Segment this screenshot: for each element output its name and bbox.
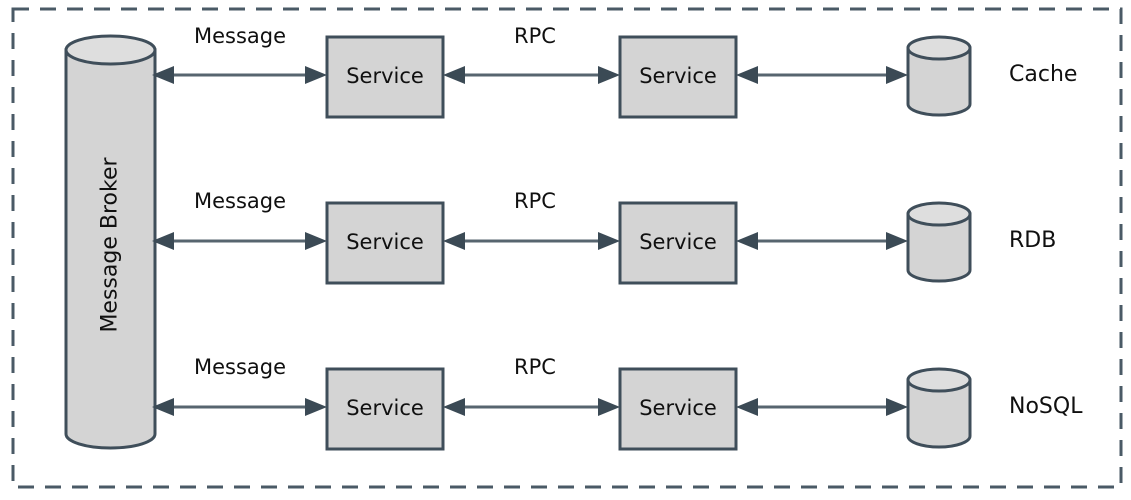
arrow-head-right: [305, 232, 327, 250]
service-label: Service: [639, 396, 717, 420]
store-node-rdb[interactable]: [906, 201, 972, 283]
service-box: [325, 367, 445, 451]
broker-cylinder-top: [64, 34, 157, 66]
edge-broker-to-service-a-1: Message: [152, 24, 327, 84]
edge-label-message: Message: [194, 24, 286, 48]
arrow-head-left: [736, 398, 758, 416]
service-b-node-1[interactable]: Service: [618, 35, 738, 119]
service-box: [325, 201, 445, 285]
edge-label-message: Message: [194, 355, 286, 379]
store-label-cache: Cache: [1009, 62, 1077, 87]
service-label: Service: [346, 396, 424, 420]
arrow-head-left: [736, 232, 758, 250]
service-label: Service: [639, 64, 717, 88]
arrow-head-right: [886, 232, 908, 250]
broker-cylinder-body: [64, 48, 157, 450]
store-label-nosql: NoSQL: [1009, 394, 1083, 419]
store-cylinder-top: [906, 35, 972, 61]
row-rdb: Message Service RPC Service: [152, 189, 1056, 285]
arrow-head-right: [886, 398, 908, 416]
store-cylinder-body: [906, 46, 972, 117]
service-b-node-3[interactable]: Service: [618, 367, 738, 451]
edge-label-rpc: RPC: [514, 355, 556, 379]
store-node-nosql[interactable]: [906, 367, 972, 449]
store-cylinder-body: [906, 212, 972, 283]
service-label: Service: [346, 64, 424, 88]
service-box: [618, 201, 738, 285]
edge-label-rpc: RPC: [514, 24, 556, 48]
edge-label-rpc: RPC: [514, 189, 556, 213]
arrow-head-left: [152, 232, 174, 250]
store-label-rdb: RDB: [1009, 228, 1056, 253]
service-a-node-2[interactable]: Service: [325, 201, 445, 285]
message-broker-node[interactable]: Message Broker: [64, 34, 157, 450]
arrow-head-left: [443, 66, 465, 84]
arrow-head-right: [886, 66, 908, 84]
edge-service-b-to-store-3: [736, 398, 908, 416]
arrow-head-left: [443, 398, 465, 416]
system-boundary: [11, 7, 1123, 489]
arrow-head-right: [598, 398, 620, 416]
service-b-node-2[interactable]: Service: [618, 201, 738, 285]
arrow-head-left: [736, 66, 758, 84]
store-cylinder-top: [906, 201, 972, 227]
arrow-head-right: [598, 232, 620, 250]
arrow-head-left: [152, 398, 174, 416]
edge-label-message: Message: [194, 189, 286, 213]
arrow-head-right: [305, 66, 327, 84]
service-box: [618, 35, 738, 119]
arrow-head-left: [443, 232, 465, 250]
edge-service-a-to-service-b-3: RPC: [443, 355, 620, 416]
edge-broker-to-service-a-2: Message: [152, 189, 327, 250]
edge-service-b-to-store-1: [736, 66, 908, 84]
arrow-head-left: [152, 66, 174, 84]
broker-label: Message Broker: [98, 157, 123, 333]
arrow-head-right: [598, 66, 620, 84]
service-box: [325, 35, 445, 119]
service-label: Service: [639, 230, 717, 254]
edge-broker-to-service-a-3: Message: [152, 355, 327, 416]
store-cylinder-body: [906, 378, 972, 449]
row-cache: Message Service RPC Service: [152, 24, 1077, 119]
service-box: [618, 367, 738, 451]
edge-service-b-to-store-2: [736, 232, 908, 250]
arrow-head-right: [305, 398, 327, 416]
edge-service-a-to-service-b-2: RPC: [443, 189, 620, 250]
edge-service-a-to-service-b-1: RPC: [443, 24, 620, 84]
service-label: Service: [346, 230, 424, 254]
row-nosql: Message Service RPC Service: [152, 355, 1083, 451]
store-node-cache[interactable]: [906, 35, 972, 117]
service-a-node-3[interactable]: Service: [325, 367, 445, 451]
store-cylinder-top: [906, 367, 972, 393]
service-a-node-1[interactable]: Service: [325, 35, 445, 119]
